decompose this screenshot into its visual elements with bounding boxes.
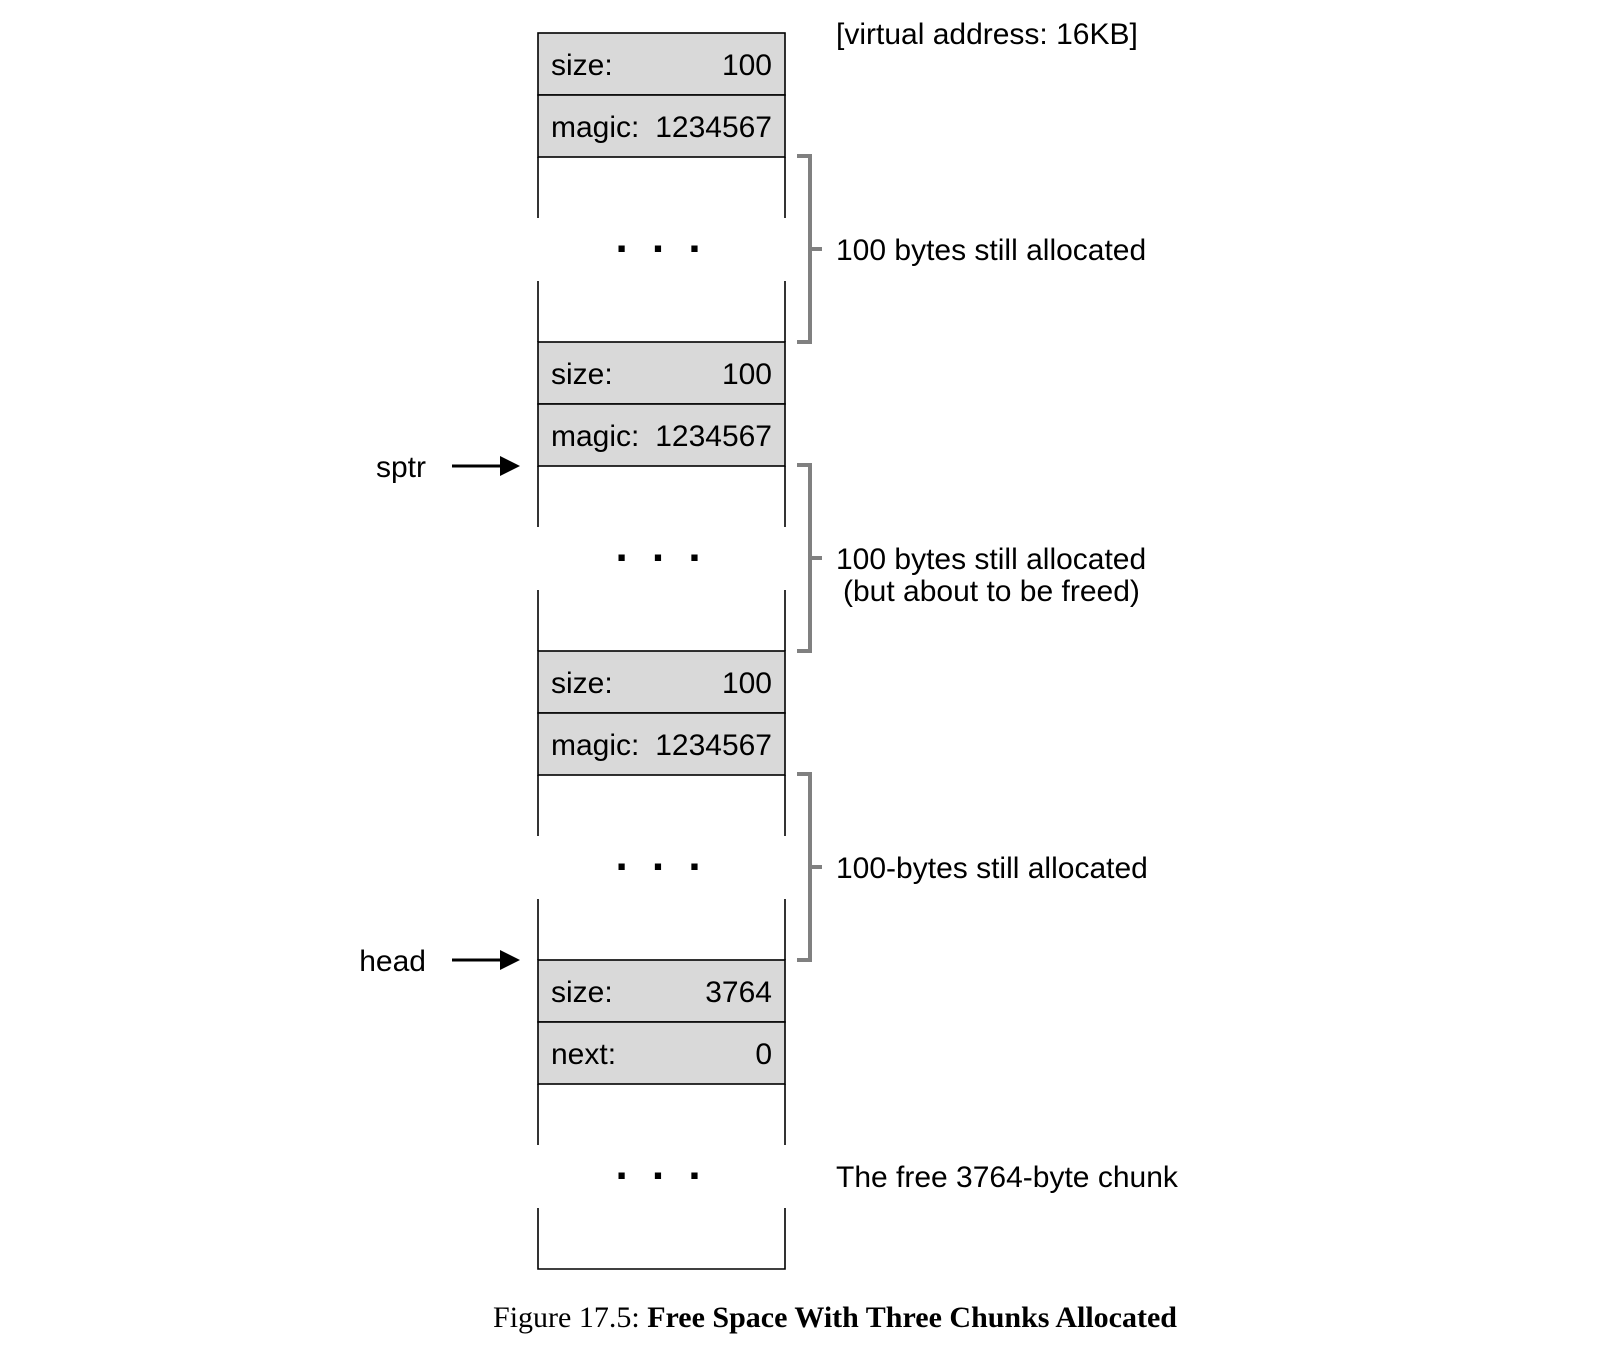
chunk-3-ellipsis: . . . bbox=[615, 831, 706, 880]
chunk-4-next-value: 0 bbox=[755, 1038, 772, 1071]
head-label: head bbox=[359, 945, 426, 978]
chunk-4-body-bottom bbox=[537, 1208, 786, 1270]
chunk-3-bracket bbox=[797, 772, 822, 962]
chunk-1-size-key: size: bbox=[551, 49, 613, 82]
chunk-2-magic-key: magic: bbox=[551, 420, 639, 453]
chunk-4-size-key: size: bbox=[551, 976, 613, 1009]
chunk-2-size-cell bbox=[537, 341, 786, 405]
chunk-4-next-key: next: bbox=[551, 1038, 616, 1071]
chunk-1-size-cell bbox=[537, 32, 786, 96]
chunk-1: size: 100 magic: 1234567 . . . 100 bytes… bbox=[537, 32, 1146, 344]
chunk-2-bracket bbox=[797, 463, 822, 653]
caption-title: Free Space With Three Chunks Allocated bbox=[647, 1301, 1177, 1334]
chunk-2-magic-value: 1234567 bbox=[655, 420, 772, 453]
chunk-2-size-key: size: bbox=[551, 358, 613, 391]
pointer-sptr: sptr bbox=[376, 451, 520, 484]
sptr-label: sptr bbox=[376, 451, 426, 484]
chunk-1-bracket bbox=[797, 154, 822, 344]
chunk-3-size-key: size: bbox=[551, 667, 613, 700]
chunk-2-annotation-line-2: (but about to be freed) bbox=[843, 575, 1140, 608]
chunk-4-free: size: 3764 next: 0 . . . The free 3764-b… bbox=[537, 959, 1179, 1270]
chunk-1-annotation: 100 bytes still allocated bbox=[836, 234, 1146, 267]
chunk-3-magic-key: magic: bbox=[551, 729, 639, 762]
chunk-1-ellipsis: . . . bbox=[615, 213, 706, 262]
chunk-3-size-value: 100 bbox=[722, 667, 772, 700]
chunk-2-magic-cell bbox=[537, 403, 786, 467]
chunk-3-magic-value: 1234567 bbox=[655, 729, 772, 762]
head-arrow-head bbox=[500, 950, 520, 970]
chunk-2: size: 100 magic: 1234567 . . . 100 bytes… bbox=[537, 341, 1146, 653]
chunk-3: size: 100 magic: 1234567 . . . 100-bytes… bbox=[537, 650, 1148, 962]
chunk-2-annotation-line-1: 100 bytes still allocated bbox=[836, 543, 1146, 576]
chunk-1-magic-cell bbox=[537, 94, 786, 158]
chunk-4-next-cell bbox=[537, 1021, 786, 1085]
chunk-2-size-value: 100 bbox=[722, 358, 772, 391]
chunk-4-annotation: The free 3764-byte chunk bbox=[836, 1161, 1179, 1194]
virtual-address-label: [virtual address: 16KB] bbox=[836, 18, 1138, 51]
chunk-4-size-value: 3764 bbox=[705, 976, 772, 1009]
chunk-3-size-cell bbox=[537, 650, 786, 714]
figure-caption: Figure 17.5: Free Space With Three Chunk… bbox=[493, 1301, 1177, 1334]
chunk-3-annotation: 100-bytes still allocated bbox=[836, 852, 1148, 885]
chunk-4-ellipsis: . . . bbox=[615, 1140, 706, 1189]
chunk-2-ellipsis: . . . bbox=[615, 522, 706, 571]
chunk-1-magic-key: magic: bbox=[551, 111, 639, 144]
chunk-3-magic-cell bbox=[537, 712, 786, 776]
sptr-arrow-head bbox=[500, 456, 520, 476]
pointer-head: head bbox=[359, 945, 520, 978]
chunk-1-magic-value: 1234567 bbox=[655, 111, 772, 144]
chunk-4-size-cell bbox=[537, 959, 786, 1023]
chunk-1-size-value: 100 bbox=[722, 49, 772, 82]
caption-prefix: Figure 17.5: bbox=[493, 1301, 647, 1334]
